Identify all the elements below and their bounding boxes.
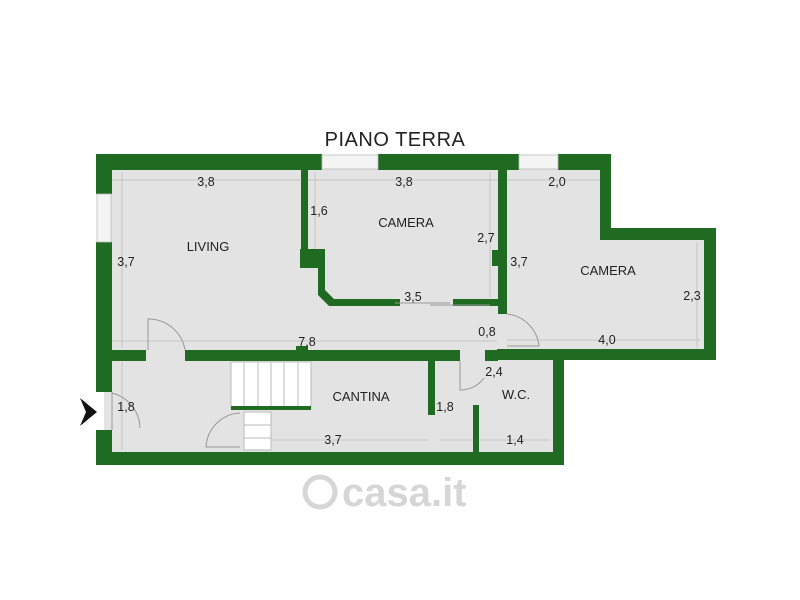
window <box>518 154 559 170</box>
dimension-label: 4,0 <box>598 333 615 347</box>
door <box>205 412 241 448</box>
room-label-camera: CAMERA <box>580 263 636 278</box>
watermark-logo: casa.it <box>302 471 467 515</box>
dimension-label: 1,8 <box>117 400 134 414</box>
staircase <box>230 361 312 451</box>
dimension-label: 3,7 <box>510 255 527 269</box>
room-label-cantina: CANTINA <box>332 389 389 404</box>
door <box>459 361 485 391</box>
door <box>147 318 186 351</box>
dimension-label: 7,8 <box>298 335 315 349</box>
dimension-label: 0,8 <box>478 325 495 339</box>
dimension-label: 3,7 <box>117 255 134 269</box>
window <box>321 154 379 170</box>
door <box>506 313 540 347</box>
room-label-wc: W.C. <box>502 387 530 402</box>
doors <box>111 302 540 448</box>
floor-area <box>104 162 710 458</box>
dimension-lines <box>112 172 700 450</box>
window <box>96 193 112 243</box>
dimension-label: 1,6 <box>310 204 327 218</box>
dimension-label: 3,7 <box>324 433 341 447</box>
entrance-arrow-icon <box>80 398 97 426</box>
dimension-label: 3,5 <box>404 290 421 304</box>
dimension-label: 1,8 <box>436 400 453 414</box>
dimension-labels: 3,8 3,7 3,8 1,6 2,7 3,5 2,0 3,7 2,3 4,0 … <box>117 175 700 447</box>
dimension-label: 2,3 <box>683 289 700 303</box>
entry-door <box>111 392 141 430</box>
dimension-label: 3,8 <box>197 175 214 189</box>
dimension-label: 1,4 <box>506 433 523 447</box>
windows <box>96 154 559 243</box>
dimension-label: 2,0 <box>548 175 565 189</box>
watermark-text: casa.it <box>342 471 467 515</box>
sliding-door <box>395 302 490 306</box>
dimension-label: 2,4 <box>485 365 502 379</box>
dimension-label: 2,7 <box>477 231 494 245</box>
room-label-living: LIVING <box>187 239 230 254</box>
walls <box>96 154 716 465</box>
dimension-label: 3,8 <box>395 175 412 189</box>
floor-title: PIANO TERRA <box>325 129 466 151</box>
room-label-camera: CAMERA <box>378 215 434 230</box>
